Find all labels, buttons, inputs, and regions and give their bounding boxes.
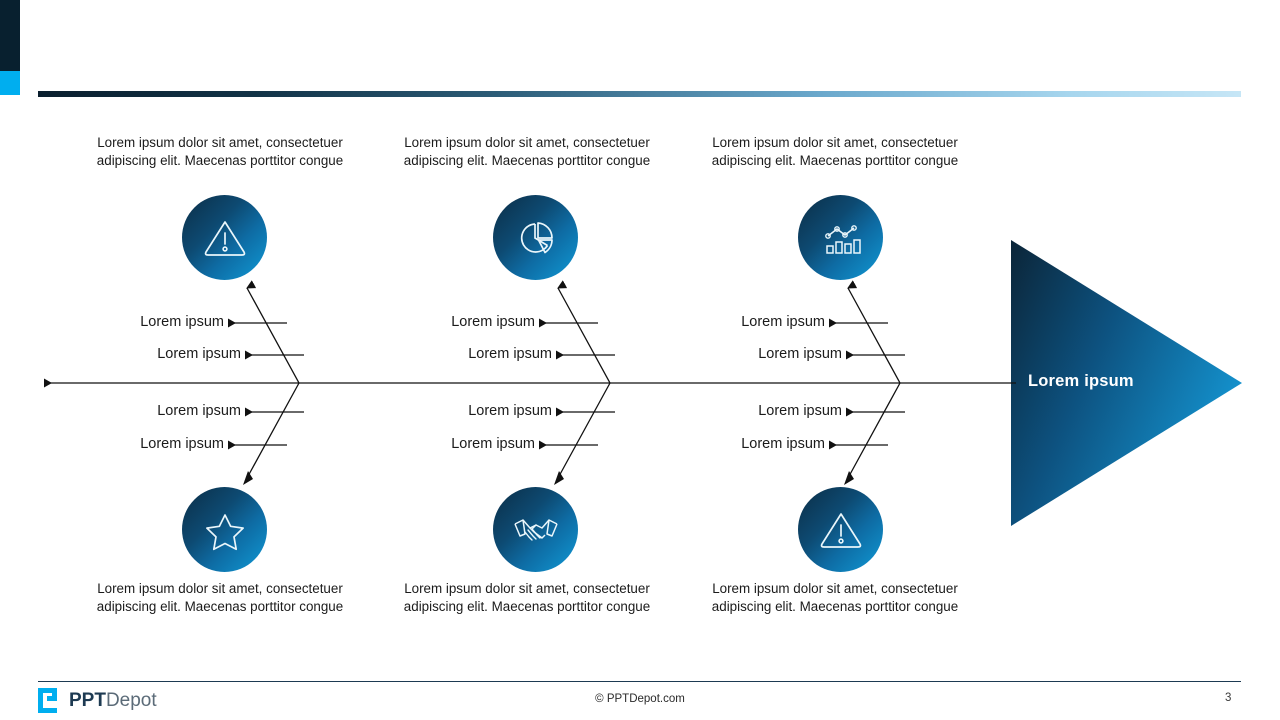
branch-up-2 xyxy=(557,280,611,384)
branch-down-3-arrowhead xyxy=(844,471,854,485)
rib-label-2-top-1[interactable]: Lorem ipsum xyxy=(451,314,535,330)
page-number: 3 xyxy=(1225,692,1232,704)
handshake-icon xyxy=(513,518,558,541)
rib-label-1-top-2[interactable]: Lorem ipsum xyxy=(157,346,241,362)
corner-accent-cyan xyxy=(0,71,20,95)
brand-name-bold: PPT xyxy=(69,690,106,711)
category-icon-bottom-2[interactable] xyxy=(493,487,578,572)
rib-label-3-top-1[interactable]: Lorem ipsum xyxy=(741,314,825,330)
category-description-bottom-2: Lorem ipsum dolor sit amet, consectetuer… xyxy=(403,581,651,614)
category-description-bottom-1: Lorem ipsum dolor sit amet, consectetuer… xyxy=(96,581,344,614)
category-description-top-1: Lorem ipsum dolor sit amet, consectetuer… xyxy=(96,135,344,168)
warning-triangle-icon xyxy=(204,220,245,256)
branch-down-3 xyxy=(847,382,901,479)
rib-label-3-top-2[interactable]: Lorem ipsum xyxy=(758,346,842,362)
category-description-top-3: Lorem ipsum dolor sit amet, consectetuer… xyxy=(711,135,959,168)
brand-name-light: Depot xyxy=(105,690,157,711)
branch-down-2-arrowhead xyxy=(554,471,564,485)
category-icon-top-2[interactable] xyxy=(493,195,578,280)
branch-down-1-arrowhead xyxy=(243,471,253,485)
branch-down-1 xyxy=(246,382,300,479)
rib-label-3-bot-2[interactable]: Lorem ipsum xyxy=(741,436,825,452)
rib-label-2-bot-1[interactable]: Lorem ipsum xyxy=(468,403,552,419)
bar-line-chart-icon xyxy=(824,224,861,254)
category-icon-top-1[interactable] xyxy=(182,195,267,280)
footer-divider xyxy=(38,681,1241,682)
branch-down-2 xyxy=(557,382,611,479)
pie-chart-icon xyxy=(520,221,553,253)
header-gradient-rule xyxy=(38,91,1241,97)
category-icon-bottom-1[interactable] xyxy=(182,487,267,572)
ppt-depot-logo-icon xyxy=(38,688,57,713)
rib-label-2-bot-2[interactable]: Lorem ipsum xyxy=(451,436,535,452)
copyright-text: © PPTDepot.com xyxy=(595,693,685,705)
category-description-bottom-3: Lorem ipsum dolor sit amet, consectetuer… xyxy=(711,581,959,614)
category-icon-top-3[interactable] xyxy=(798,195,883,280)
warning-triangle-icon xyxy=(820,512,861,548)
category-icon-bottom-3[interactable] xyxy=(798,487,883,572)
branch-up-1 xyxy=(246,280,300,384)
rib-label-1-bot-2[interactable]: Lorem ipsum xyxy=(140,436,224,452)
rib-label-2-top-2[interactable]: Lorem ipsum xyxy=(468,346,552,362)
rib-label-3-bot-1[interactable]: Lorem ipsum xyxy=(758,403,842,419)
head-label[interactable]: Lorem ipsum xyxy=(1028,372,1134,390)
branch-up-3 xyxy=(847,280,901,384)
category-description-top-2: Lorem ipsum dolor sit amet, consectetuer… xyxy=(403,135,651,168)
rib-label-1-bot-1[interactable]: Lorem ipsum xyxy=(157,403,241,419)
brand-logo[interactable]: PPTDepot xyxy=(38,688,157,713)
corner-accent-navy xyxy=(0,0,20,71)
brand-name: PPTDepot xyxy=(69,691,157,710)
rib-label-1-top-1[interactable]: Lorem ipsum xyxy=(140,314,224,330)
star-icon xyxy=(205,513,244,550)
